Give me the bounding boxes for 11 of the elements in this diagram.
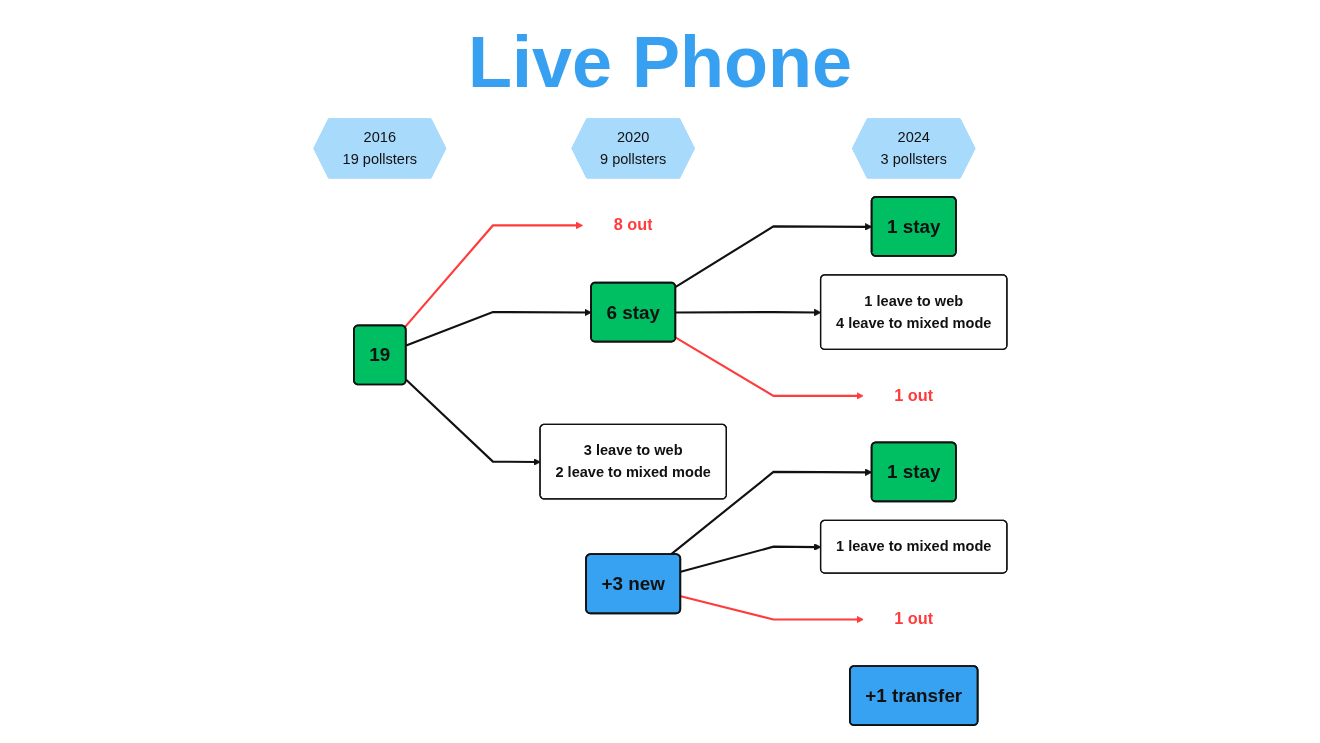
node-text: 1 out <box>893 609 933 628</box>
node-text: 8 out <box>613 215 653 234</box>
arrow <box>680 595 864 624</box>
arrow <box>680 543 821 573</box>
arrow <box>674 223 872 288</box>
node-text: 1 out <box>893 386 933 405</box>
title: Live Phone <box>466 21 854 102</box>
arrow <box>674 336 864 400</box>
arrow <box>675 308 821 317</box>
arrow <box>403 221 583 328</box>
arrow <box>669 468 872 556</box>
